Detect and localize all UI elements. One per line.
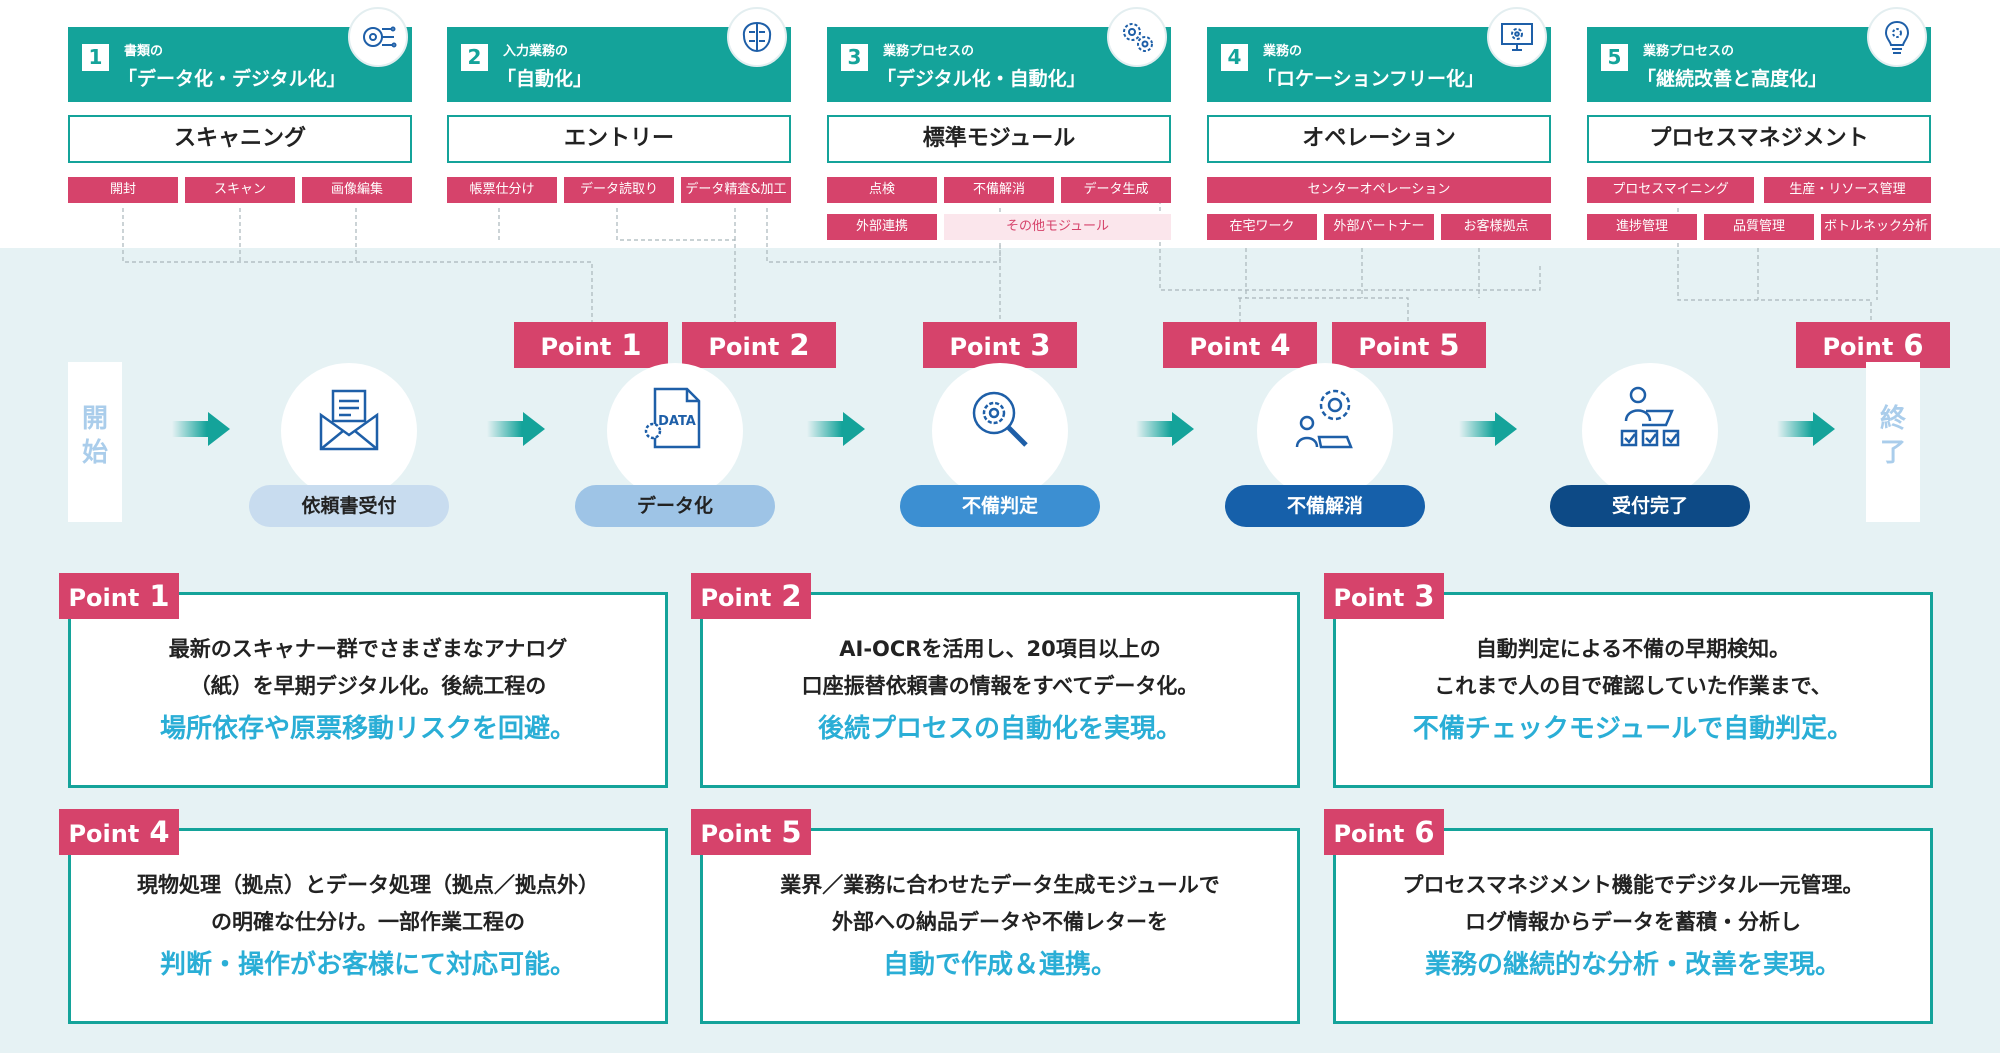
step-circle-5 [1582, 363, 1718, 499]
module-entry: エントリー [447, 115, 791, 163]
step-circle-2: DATA [607, 363, 743, 499]
tag-inspection: 点検 [827, 177, 937, 203]
step-label-4: 不備解消 [1225, 485, 1425, 527]
category-header-1: 1 書類の 「データ化・デジタル化」 [68, 7, 412, 102]
category-header-3: 3 業務プロセスの 「デジタル化・自動化」 [827, 7, 1171, 102]
flow-arrow-icon [487, 412, 545, 446]
svg-text:DATA: DATA [658, 414, 696, 429]
category-number: 1 [82, 44, 109, 71]
tag-resource-mgmt: 生産・リソース管理 [1764, 177, 1931, 203]
data-file-icon: DATA [644, 387, 701, 449]
category-number: 3 [841, 44, 868, 71]
module-operation: オペレーション [1207, 115, 1551, 163]
tag-process-mining: プロセスマイニング [1587, 177, 1754, 203]
module-process-management: プロセスマネジメント [1587, 115, 1931, 163]
tag-fix-defects: 不備解消 [944, 177, 1054, 203]
category-subtitle: 業務プロセスの [1643, 44, 1735, 59]
category-header-2: 2 入力業務の 「自動化」 [447, 7, 791, 102]
category-title: 「自動化」 [497, 68, 593, 90]
step-circle-3 [932, 363, 1068, 499]
flow-arrow-icon [1136, 412, 1194, 446]
category-subtitle: 書類の [124, 44, 164, 59]
flow-arrow-icon [1777, 412, 1835, 446]
step-label-5: 受付完了 [1550, 485, 1750, 527]
tag-customer-site: お客様拠点 [1441, 214, 1551, 240]
tag-other-modules: その他モジュール [944, 214, 1171, 240]
circuit-brain-icon [348, 7, 408, 67]
category-title: 「デジタル化・自動化」 [877, 68, 1086, 90]
brain-chip-icon [727, 7, 787, 67]
step-label-2: データ化 [575, 485, 775, 527]
category-number: 2 [461, 44, 488, 71]
tag-open: 開封 [68, 177, 178, 203]
category-title: 「継続改善と高度化」 [1637, 68, 1828, 90]
checklist-person-icon [1620, 386, 1680, 447]
step-label-3: 不備判定 [900, 485, 1100, 527]
worker-gear-icon [1295, 389, 1353, 449]
tag-quality-mgmt: 品質管理 [1704, 214, 1814, 240]
step-label-1: 依頼書受付 [249, 485, 449, 527]
tag-scan: スキャン [185, 177, 295, 203]
tag-data-review: データ精査&加工 [681, 177, 791, 203]
flow-end: 終了 [1866, 362, 1920, 522]
category-subtitle: 業務の [1263, 44, 1303, 59]
tag-data-read: データ読取り [564, 177, 674, 203]
tag-external-link: 外部連携 [827, 214, 937, 240]
category-header-4: 4 業務の 「ロケーションフリー化」 [1207, 7, 1551, 102]
flow-arrow-icon [807, 412, 865, 446]
lightbulb-gear-icon [1867, 7, 1927, 67]
tag-data-generation: データ生成 [1061, 177, 1171, 203]
tag-image-edit: 画像編集 [302, 177, 412, 203]
tag-center-operation: センターオペレーション [1207, 177, 1551, 203]
flow-arrow-icon [172, 412, 230, 446]
module-scanning: スキャニング [68, 115, 412, 163]
flow-arrow-icon [1459, 412, 1517, 446]
magnifier-gear-icon [972, 391, 1028, 447]
category-subtitle: 入力業務の [503, 44, 569, 59]
category-number: 5 [1601, 44, 1628, 71]
category-subtitle: 業務プロセスの [883, 44, 975, 59]
tag-form-sort: 帳票仕分け [447, 177, 557, 203]
step-circle-4 [1257, 363, 1393, 499]
category-number: 4 [1221, 44, 1248, 71]
tag-external-partner: 外部パートナー [1324, 214, 1434, 240]
category-title: 「ロケーションフリー化」 [1257, 68, 1485, 90]
gears-icon [1107, 7, 1167, 67]
category-header-5: 5 業務プロセスの 「継続改善と高度化」 [1587, 7, 1931, 102]
envelope-document-icon [319, 389, 379, 451]
category-title: 「データ化・デジタル化」 [118, 68, 346, 90]
flow-start: 開始 [68, 362, 122, 522]
module-standard: 標準モジュール [827, 115, 1171, 163]
tag-bottleneck-analysis: ボトルネック分析 [1821, 214, 1931, 240]
step-circle-1 [281, 363, 417, 499]
monitor-gear-icon [1487, 7, 1547, 67]
tag-progress-mgmt: 進捗管理 [1587, 214, 1697, 240]
tag-remote-work: 在宅ワーク [1207, 214, 1317, 240]
